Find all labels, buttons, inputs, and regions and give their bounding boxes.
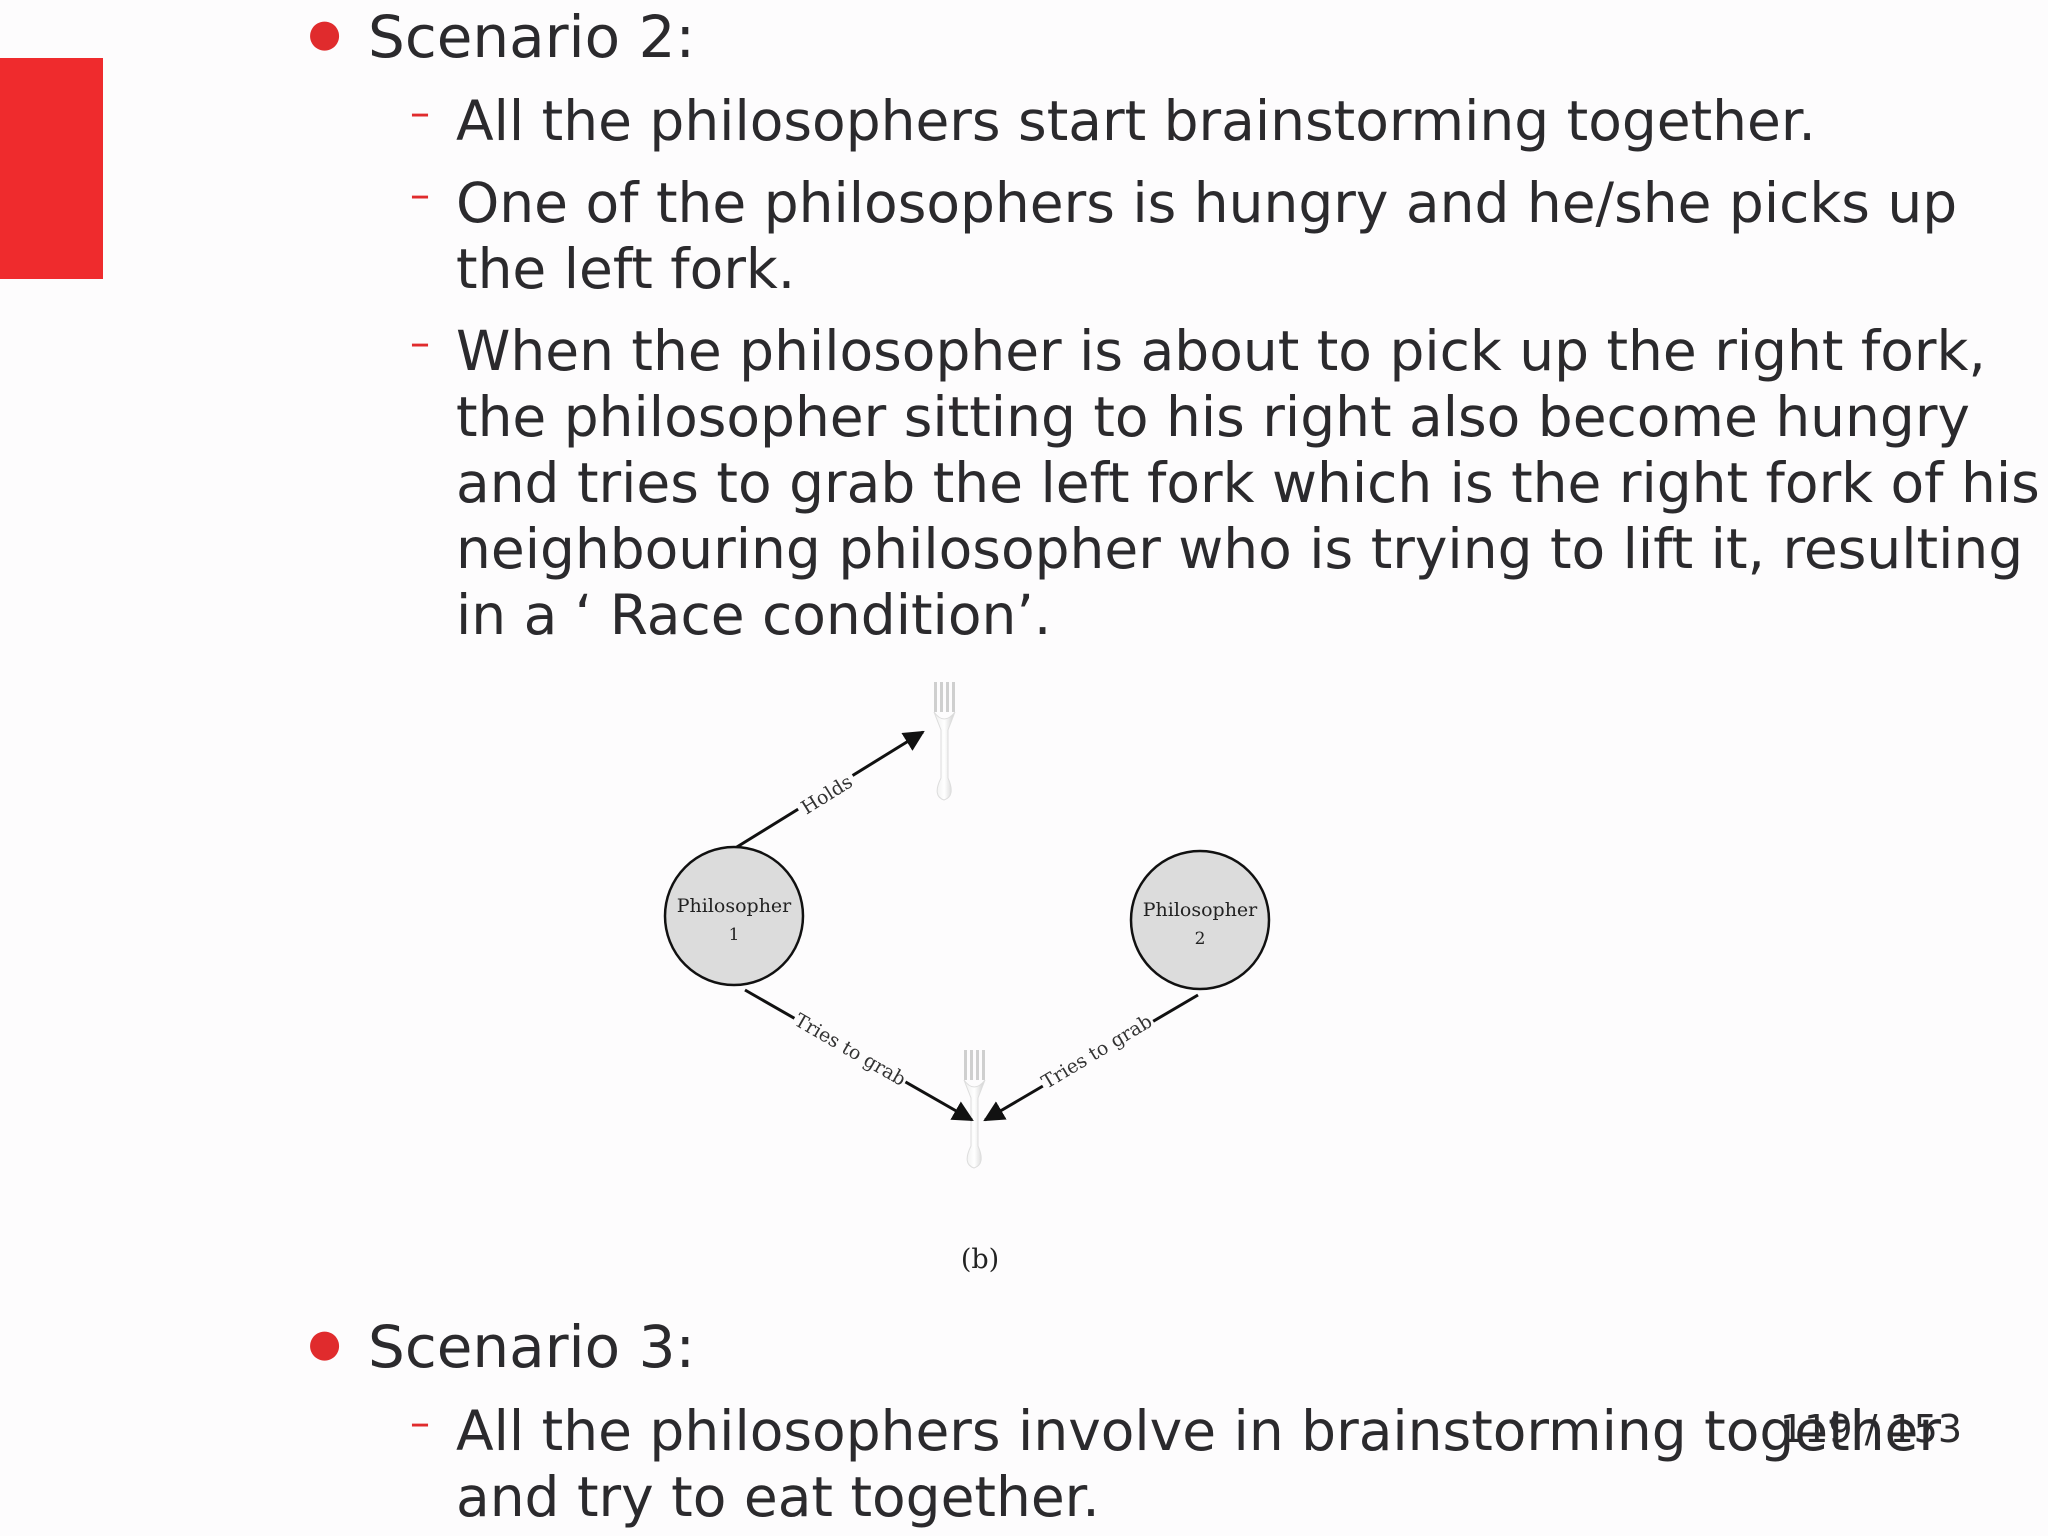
dash-marker: – xyxy=(410,90,430,136)
bullet-label: Scenario 3: xyxy=(368,1313,696,1381)
philosopher-1-node: Philosopher 1 xyxy=(663,845,805,987)
sub-bullet-text: One of the philosophers is hungry and he… xyxy=(456,171,1958,301)
page-number: 119 / 153 xyxy=(1780,1407,1963,1451)
dining-philosophers-diagram: Holds Philosopher 1 Philosopher 2 Tries … xyxy=(663,682,1271,1275)
fork-icon xyxy=(933,682,956,801)
sub-bullet-text: All the philosophers start brainstorming… xyxy=(456,89,1816,153)
holds-label: Holds xyxy=(797,771,856,819)
sub-bullet-text: All the philosophers involve in brainsto… xyxy=(456,1399,1941,1529)
dash-marker: – xyxy=(410,320,430,366)
tries-label-2: Tries to grab xyxy=(1038,1010,1156,1093)
diagram-caption: (b) xyxy=(961,1244,999,1275)
tries-label-1: Tries to grab xyxy=(790,1009,909,1090)
dash-marker: – xyxy=(410,1400,430,1446)
fork-icon xyxy=(963,1050,986,1169)
sub-bullet-text: When the philosopher is about to pick up… xyxy=(456,319,2040,647)
bullet-label: Scenario 2: xyxy=(368,3,696,71)
philosopher-2-node: Philosopher 2 xyxy=(1129,849,1271,991)
bullet-dot: ● xyxy=(308,1321,342,1365)
philosopher-1-number: 1 xyxy=(729,925,740,945)
bullet-dot: ● xyxy=(308,11,342,55)
philosopher-2-number: 2 xyxy=(1195,929,1206,949)
dash-marker: – xyxy=(410,172,430,218)
philosopher-1-name: Philosopher xyxy=(677,895,792,917)
accent-bar xyxy=(0,58,103,279)
philosopher-2-name: Philosopher xyxy=(1143,899,1258,921)
